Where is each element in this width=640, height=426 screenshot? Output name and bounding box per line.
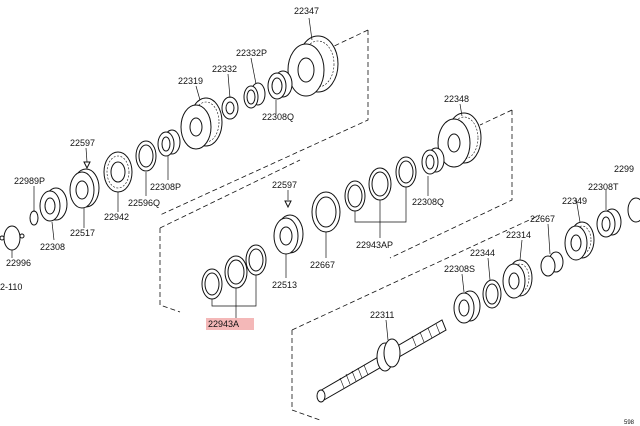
label-22299[interactable]: 2299 <box>614 164 634 174</box>
bearing-22308p[interactable] <box>157 129 181 157</box>
label-22308t[interactable]: 22308T <box>588 182 619 192</box>
label-22942[interactable]: 22942 <box>104 212 129 222</box>
label-22308[interactable]: 22308 <box>40 242 65 252</box>
label-22319[interactable]: 22319 <box>178 76 203 86</box>
snap-ring-22989p[interactable] <box>29 210 39 226</box>
label-22597-a[interactable]: 22597 <box>70 138 95 148</box>
pin-22597-b[interactable] <box>284 200 292 209</box>
washer-22332[interactable] <box>221 96 239 120</box>
label-22596q[interactable]: 22596Q <box>128 198 160 208</box>
leader-lines <box>11 17 607 341</box>
bearing-22308q-top[interactable] <box>267 70 293 100</box>
label-corner-code: 598 <box>624 420 635 426</box>
gear-22347[interactable] <box>287 35 339 97</box>
bearing-22308s[interactable] <box>453 290 481 324</box>
label-22311[interactable]: 22311 <box>370 310 394 320</box>
ring-22596q[interactable] <box>135 140 157 172</box>
label-22308p[interactable]: 22308P <box>150 182 181 192</box>
assembly-boundaries <box>159 29 541 421</box>
label-22349[interactable]: 22349 <box>562 196 587 206</box>
label-2-110[interactable]: 2-110 <box>0 282 22 292</box>
label-22348[interactable]: 22348 <box>444 94 469 104</box>
label-22996[interactable]: 22996 <box>6 258 31 268</box>
ring-22344[interactable] <box>482 279 502 309</box>
gear-22349[interactable] <box>564 221 595 261</box>
label-22314[interactable]: 22314 <box>506 230 531 240</box>
label-22667-b[interactable]: 22667 <box>530 214 555 224</box>
label-22332p[interactable]: 22332P <box>236 48 267 58</box>
label-22344[interactable]: 22344 <box>470 248 495 258</box>
gear-22942[interactable] <box>103 151 133 193</box>
label-22943ap[interactable]: 22943AP <box>356 240 393 250</box>
hub-22517[interactable] <box>69 168 100 209</box>
label-22517[interactable]: 22517 <box>70 228 95 238</box>
bearing-22308[interactable] <box>39 187 68 222</box>
gear-22314[interactable] <box>502 259 533 299</box>
label-22308q-mid[interactable]: 22308Q <box>412 197 444 207</box>
label-22332[interactable]: 22332 <box>212 64 237 74</box>
synchro-rings-22943ap[interactable] <box>344 156 417 212</box>
main-shaft-22311[interactable] <box>316 319 447 403</box>
pin-22597-a[interactable] <box>83 161 91 170</box>
synchro-rings-22943a[interactable] <box>201 244 267 300</box>
part-labels: 22347 22332P 22332 22319 22308Q 22348 22… <box>0 6 635 426</box>
label-22308q-top[interactable]: 22308Q <box>262 112 294 122</box>
bearing-22308q-mid[interactable] <box>421 147 445 175</box>
highlight-22943a <box>206 318 254 330</box>
label-22989p[interactable]: 22989P <box>14 176 45 186</box>
gear-22319[interactable] <box>180 97 223 150</box>
label-22597-b[interactable]: 22597 <box>272 180 297 190</box>
snap-ring-22996[interactable] <box>0 225 25 251</box>
label-22667-a[interactable]: 22667 <box>310 260 335 270</box>
gear-partial-edge[interactable] <box>627 197 640 223</box>
bearing-22308t[interactable] <box>596 208 622 238</box>
label-22308s[interactable]: 22308S <box>444 264 475 274</box>
bracket-22943a <box>211 275 257 318</box>
gear-22348[interactable] <box>437 112 482 168</box>
bracket-22943ap <box>354 187 407 238</box>
hub-22513[interactable] <box>273 214 304 255</box>
bushing-22332p[interactable] <box>243 82 266 109</box>
bushing-22667-b[interactable] <box>540 251 564 277</box>
label-22347[interactable]: 22347 <box>294 6 319 16</box>
sleeve-22667-a[interactable] <box>311 191 341 233</box>
label-22513[interactable]: 22513 <box>272 280 297 290</box>
label-22943a[interactable]: 22943A <box>208 319 239 329</box>
